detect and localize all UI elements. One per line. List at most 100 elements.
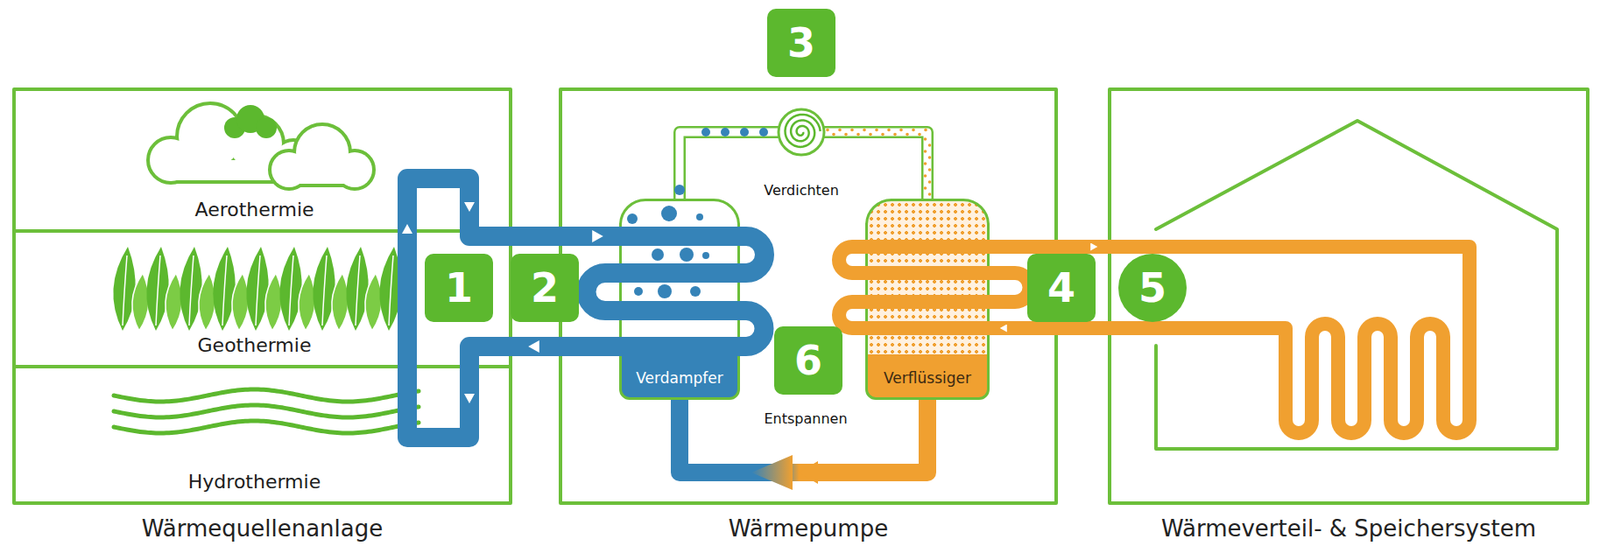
callout-number: 3 [767,8,836,78]
flow-arrow [464,202,475,212]
vapour-bubble [634,287,643,297]
cloud-part [255,117,277,139]
refrigerant-dot [893,133,897,137]
pipe-interior [679,132,928,199]
leaf [298,273,316,332]
cloud-part [224,117,246,139]
leaf [198,273,216,332]
cloud-part [296,126,349,179]
cloud-part [337,152,373,188]
vapour-bubble [679,247,694,262]
leaf [165,273,183,332]
cloud-part [274,141,313,181]
refrigerant-dot [887,128,891,133]
source-band: Hydrothermie [15,365,509,502]
cloud-part [288,169,355,184]
panel-heading: Wärmequellenanlage [15,515,509,543]
process-label: Verdichten [763,182,839,199]
cloud-part [170,160,294,181]
refrigerant-dot [928,155,932,160]
expansion-valve [751,455,793,491]
refrigerant-dot [740,127,749,137]
refrigerant-dot [928,168,932,172]
heating-pipe [989,321,1108,336]
vapour-bubble [651,248,664,261]
expansion-arrow [798,461,818,485]
leaf-icon [112,246,402,332]
cloud-part [236,105,265,134]
refrigerant-dot [862,128,867,133]
leaf [279,246,302,332]
refrigerant-dot [923,149,928,154]
compressor-spiral [784,114,820,148]
refrigerant-dot [917,133,922,137]
refrigerant-dot [928,192,932,197]
cloud-part [274,141,313,181]
process-label: Entspannen [763,410,847,428]
refrigerant-dot [911,128,916,133]
source-band: Aerothermie [15,91,509,230]
refrigerant-dot [923,174,928,178]
cloud-part [337,152,373,188]
cloud-icon [149,105,373,188]
house-outline [1155,120,1558,450]
cloud-part [229,117,282,170]
system-panel: VerdampferVerflüssigerWärmepumpe [558,87,1058,506]
leaf [246,246,268,332]
heating-pipe [989,239,1108,254]
leaf-rib [189,255,194,326]
callout-number: 5 [1118,253,1187,323]
cloud-part [149,139,192,182]
compressor-symbol [778,109,825,156]
callout-number: 4 [1027,253,1096,323]
leaf-rib [322,255,327,326]
evaporator-coil [586,236,765,347]
leaf-rib [122,255,127,326]
cloud-part [229,117,282,170]
refrigerant-pipe [679,400,928,473]
cloud-part [178,105,242,169]
vapour-bubble [690,286,701,297]
leaf-rib [388,255,394,326]
condenser-vessel: Verflüssiger [865,198,990,401]
floor-heating-pipe [1107,246,1470,434]
vessel-name: Verflüssiger [867,369,987,388]
leaf [265,273,282,332]
cloud-part [178,105,242,169]
vapour-bubble [657,284,672,299]
evaporator-vessel: Verdampfer [619,198,741,401]
leaf [379,246,402,332]
cloud-part [271,152,307,188]
callout-number: 2 [510,253,579,323]
flow-arrow [401,224,413,234]
refrigerant-dot [923,162,928,166]
panel-heading: Wärmepumpe [562,515,1055,543]
cloud [149,105,313,182]
refrigerant-dot [825,128,830,133]
condenser-coil [838,246,1030,329]
refrigerant-dot [850,128,854,133]
brine-pipe [512,337,620,357]
source-name: Aerothermie [15,198,494,221]
leaf-rib [355,255,360,326]
leaf [146,246,169,332]
callout-number: 1 [424,253,494,323]
callout-number: 6 [774,326,843,395]
refrigerant-dot [674,184,685,196]
vapour-bubble [702,252,710,260]
wave [113,421,419,434]
leaf [132,273,149,332]
brine-pipe [512,226,620,247]
leaf [331,273,349,332]
refrigerant-dot [831,133,836,137]
leaf [312,246,335,332]
source-name: Hydrothermie [15,471,494,494]
refrigerant-dot [923,128,928,133]
refrigerant-dot [720,127,730,137]
source-name: Geothermie [15,334,494,357]
leaf-rib [155,255,161,326]
